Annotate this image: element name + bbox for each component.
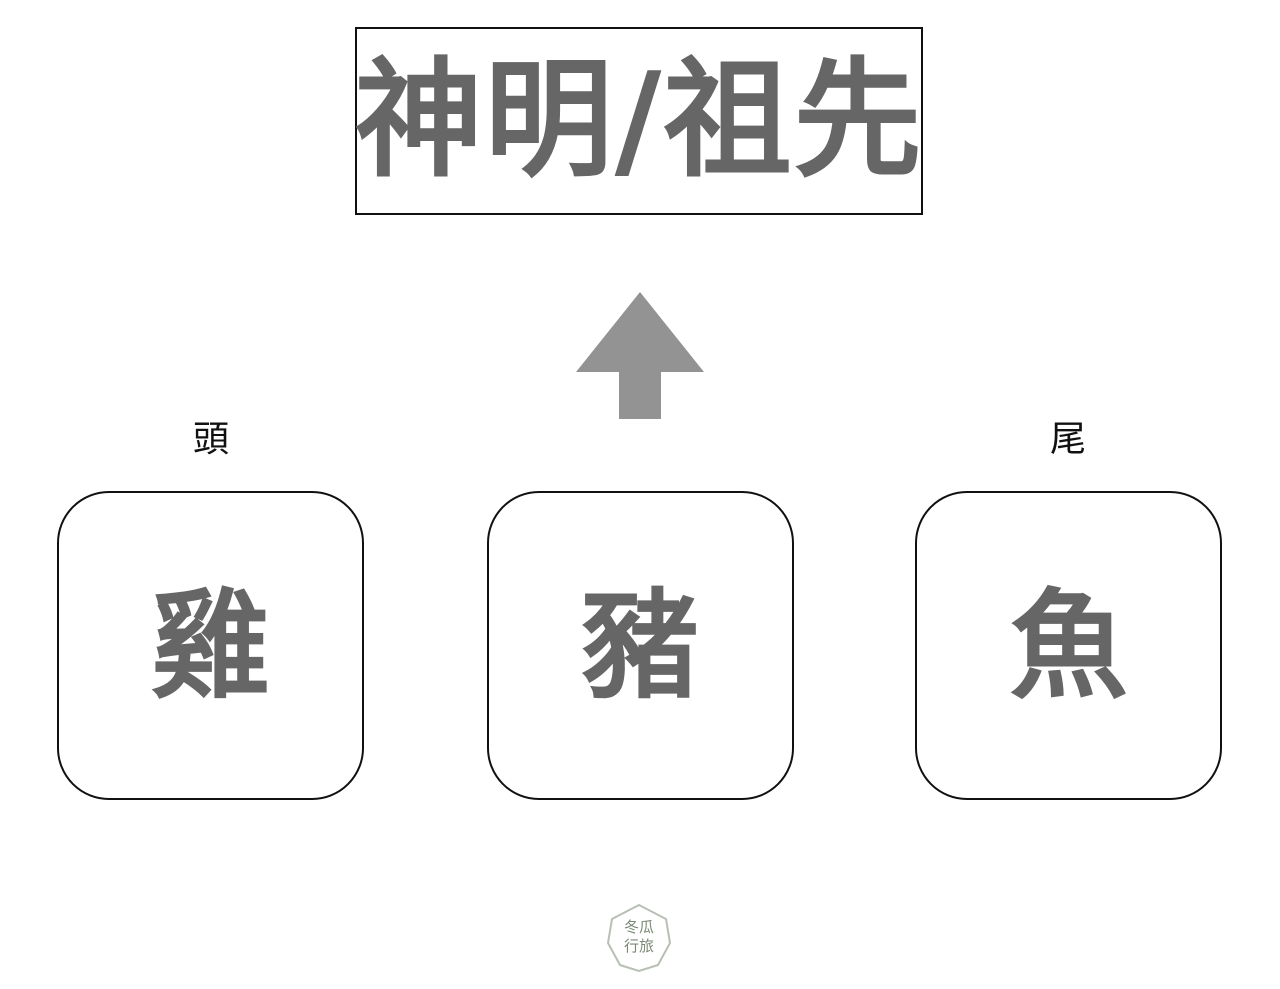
logo-badge bbox=[606, 903, 672, 973]
label-tail: 尾 bbox=[1049, 419, 1086, 460]
card-pig-text: 豬 bbox=[581, 576, 700, 715]
card-chicken: 雞 bbox=[57, 491, 364, 800]
brand-logo-icon: 冬瓜 行旅 bbox=[606, 903, 672, 973]
card-pig: 豬 bbox=[487, 491, 794, 800]
arrow-up-icon bbox=[576, 292, 704, 419]
label-head: 頭 bbox=[192, 419, 229, 460]
logo-text-bottom: 行旅 bbox=[624, 937, 654, 955]
arrow-up-shape bbox=[576, 292, 704, 419]
logo-text-top: 冬瓜 bbox=[624, 918, 654, 936]
card-fish-text: 魚 bbox=[1009, 576, 1128, 715]
title-box: 神明/祖先 bbox=[355, 27, 923, 215]
card-chicken-text: 雞 bbox=[151, 576, 270, 715]
card-fish: 魚 bbox=[915, 491, 1222, 800]
title-text: 神明/祖先 bbox=[354, 46, 924, 195]
